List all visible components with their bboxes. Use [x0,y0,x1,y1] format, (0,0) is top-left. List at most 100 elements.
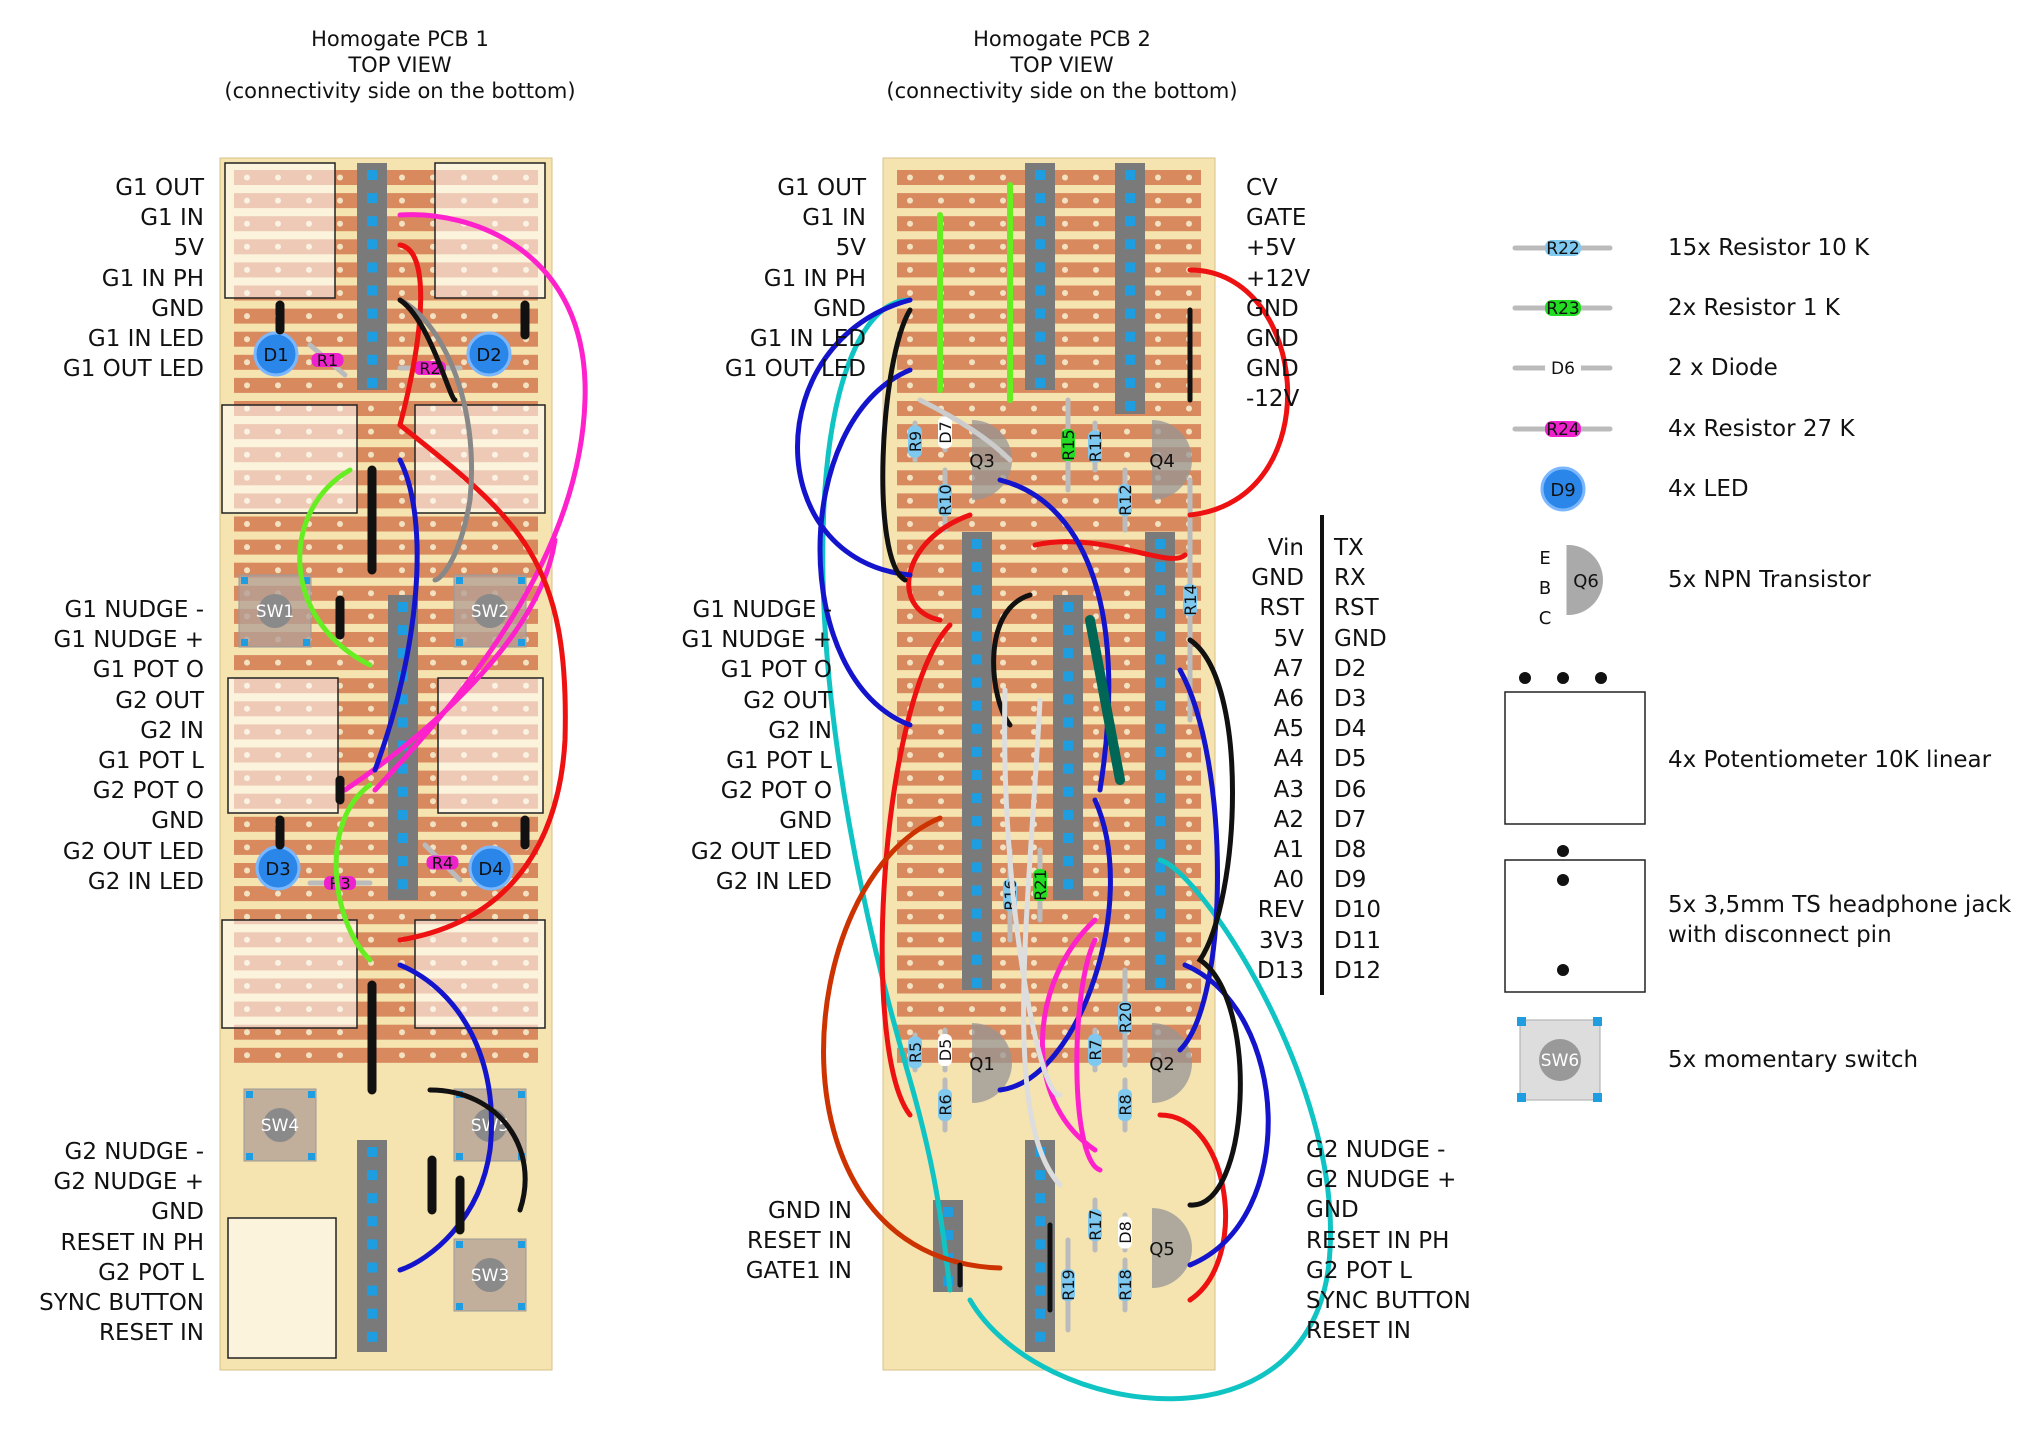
resistor-r2-label: R2 [419,359,440,378]
strip-hole [244,659,250,666]
pcb2-arduino-right-pin [1155,977,1165,988]
wire-pcb1-blue-2 [397,962,494,1273]
copper-strip [234,1047,538,1063]
strip-hole [399,983,405,989]
pcb2-arduino-left-pin [972,816,982,827]
pcb2-header-2-pin [1125,239,1135,250]
strip-hole [244,867,250,874]
resistor-r20-body [1118,1001,1132,1034]
pcb1-header-1-pin [367,262,377,273]
copper-strip [234,562,538,578]
pcb2-header-1 [1025,163,1055,390]
pcb2-label-lmid-6: G2 POT O [720,778,832,805]
strip-hole [461,544,467,551]
pcb2-header-1-pin [1035,285,1045,296]
arduino-left-4: A7 [1273,655,1304,682]
arduino-left-0: Vin [1267,535,1304,561]
strip-hole [1124,705,1130,712]
pcb2-arduino-right-pin [1155,954,1165,965]
strip-hole [523,1052,529,1059]
pcb2-label-rtop-4: GND [1246,295,1299,322]
strip-hole [1093,567,1099,574]
strip-hole [907,1006,913,1013]
strip-hole [1124,428,1130,435]
strip-hole [1186,197,1192,204]
strip-hole [492,821,498,828]
strip-hole [938,1006,944,1013]
pcb1-jack-5 [227,1217,337,1359]
pcb2-header-2-pin [1125,308,1135,319]
strip-hole [1186,405,1192,412]
strip-hole [938,174,944,181]
strip-hole [430,913,436,920]
strip-hole [492,1029,498,1036]
legend-text-8: 5x momentary switch [1668,1047,1919,1073]
wire-pcb1-black-2 [397,297,458,403]
wire-pcb2-blue-2 [817,367,913,728]
diode-d7: D7 [936,412,955,453]
legend-jack-icon [1504,859,1646,993]
strip-hole [907,1029,913,1036]
strip-hole [938,197,944,204]
wire-pcb2-red-1 [1187,267,1291,518]
arduino-left-11: A0 [1273,867,1304,894]
pcb2-arduino-left-pin [972,954,982,965]
legend-transistor-pin-E: E [1539,548,1550,569]
wire-pcb1-red-2 [397,422,568,943]
pcb1-label-mid-6: G2 POT O [92,778,204,805]
switch-sw3-pin [456,1241,463,1248]
strip-hole [1031,705,1037,712]
strip-hole [244,336,250,343]
switch-sw2-button [473,594,507,628]
resistor-r19-label: R19 [1059,1269,1078,1300]
arduino-right-0: TX [1334,535,1364,561]
strip-hole [907,798,913,805]
arduino-right-13: D11 [1334,927,1381,954]
pcb2-header-2 [1115,163,1145,414]
strip-hole [430,521,436,527]
strip-hole [1124,936,1130,943]
pcb2-title-line3: (connectivity side on the bottom) [886,79,1238,103]
strip-hole [1124,682,1130,689]
legend-resistor-body-1 [1545,300,1581,316]
strip-hole [1155,1006,1161,1013]
strip-hole [1186,220,1192,227]
strip-hole [337,567,343,574]
strip-hole [1093,313,1099,320]
strip-hole [1062,567,1068,574]
strip-hole [938,682,944,689]
pcb1-label-top-6: G1 OUT LED [62,356,204,383]
strip-hole [1186,983,1192,989]
pcb1-header-3-pin [367,1308,377,1319]
strip-hole [368,752,374,758]
strip-hole [337,313,343,320]
strip-hole [1093,1006,1099,1013]
strip-hole [337,290,343,296]
transistor-q4-label: Q4 [1149,451,1175,472]
strip-hole [244,821,250,828]
resistor-r20: R20 [1116,967,1135,1068]
strip-hole [1062,220,1068,227]
strip-hole [306,1052,312,1059]
pcb1-header-2-pin [398,717,408,728]
strip-hole [1000,682,1006,689]
strip-hole [938,844,944,851]
switch-sw4-label: SW4 [261,1116,299,1136]
legend-switch-pin-1 [1593,1017,1602,1026]
strip-hole [1093,336,1099,343]
strip-hole [1000,220,1006,227]
switch-sw1-pin [241,639,248,646]
pcb1-label-mid-7: GND [151,808,204,835]
resistor-r8-label: R8 [1116,1094,1135,1115]
switch-sw4: SW4 [243,1088,317,1162]
legend-text-5: 5x NPN Transistor [1668,567,1871,593]
strip-hole [368,775,374,782]
strip-hole [938,821,944,828]
strip-hole [1000,590,1006,597]
pcb2-arduino-left-pin [972,539,982,549]
strip-hole [368,613,374,620]
pcb1-header-1-pin [367,193,377,204]
strip-hole [1186,775,1192,782]
strip-hole [1000,359,1006,366]
strip-hole [1000,290,1006,296]
